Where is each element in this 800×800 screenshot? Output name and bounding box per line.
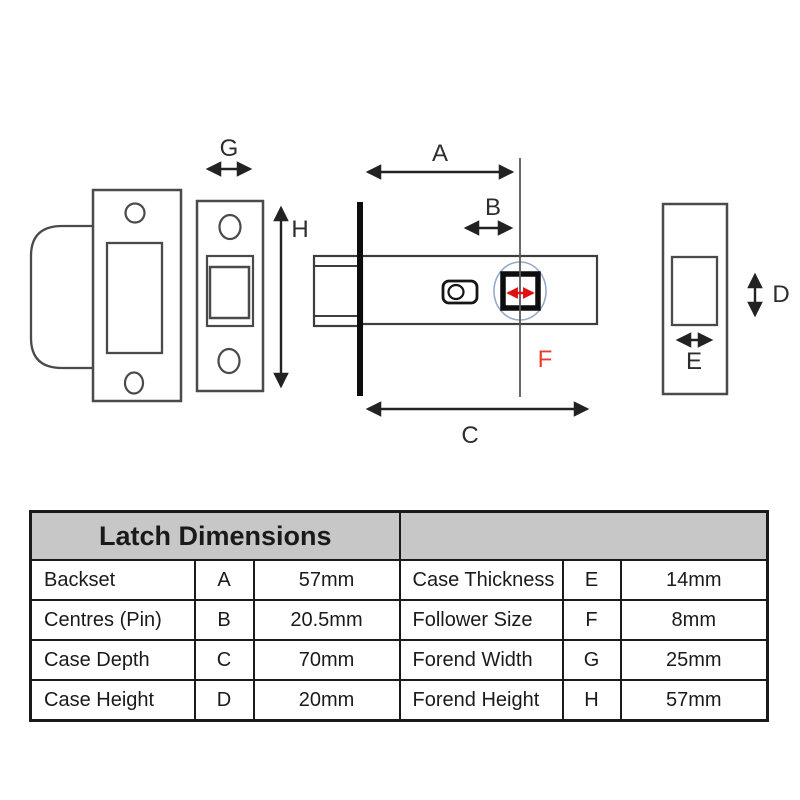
table-row: Centres (Pin) B 20.5mm Follower Size F 8… (29, 599, 769, 641)
dim-name: Forend Height (398, 679, 564, 722)
dim-name: Backset (29, 559, 196, 601)
forend-screw-hole-top (218, 213, 242, 241)
dimension-e: E (675, 332, 714, 375)
dimension-g: G (205, 135, 253, 177)
end-view-body (661, 202, 729, 396)
dim-name: Case Depth (29, 639, 196, 681)
latch-end-view (661, 202, 729, 396)
forend-plate-body (195, 199, 265, 393)
table-header-row: Latch Dimensions (29, 510, 769, 561)
latch-technical-drawing: G H A B (29, 135, 790, 449)
dim-value: 20mm (252, 679, 401, 722)
strike-plate-lip (29, 224, 93, 370)
dim-letter: F (561, 599, 622, 641)
strike-plate-body (91, 188, 183, 403)
dim-label-d: D (772, 281, 789, 308)
dim-letter: G (561, 639, 622, 681)
latch-case (360, 254, 599, 326)
strike-plate (29, 188, 183, 403)
dim-name: Forend Width (398, 639, 564, 681)
strike-plate-screw-hole-bottom (123, 371, 145, 395)
dimension-h: H (273, 205, 309, 389)
table-row: Backset A 57mm Case Thickness E 14mm (29, 559, 769, 601)
dim-name: Case Thickness (398, 559, 564, 601)
dim-label-e: E (686, 348, 702, 375)
forend-plate (195, 199, 265, 393)
dim-label-f: F (538, 346, 553, 373)
dim-label-c: C (461, 422, 478, 449)
dim-value: 25mm (619, 639, 769, 681)
dimension-d: D (747, 272, 790, 318)
latch-bolt-front-inner (208, 265, 251, 320)
dim-letter: H (561, 679, 622, 722)
end-view-bolt (670, 255, 719, 327)
table-row: Case Depth C 70mm Forend Width G 25mm (29, 639, 769, 681)
dim-value: 8mm (619, 599, 769, 641)
table-header-empty (398, 510, 769, 561)
dim-value: 70mm (252, 639, 401, 681)
dim-letter: B (193, 599, 255, 641)
dim-value: 14mm (619, 559, 769, 601)
latch-dimensions-table: Latch Dimensions Backset A 57mm Case Thi… (29, 510, 770, 722)
case-screw-hole-pin (447, 283, 465, 301)
strike-plate-cutout (105, 241, 164, 355)
dim-letter: E (561, 559, 622, 601)
dim-value: 20.5mm (252, 599, 401, 641)
strike-plate-screw-hole-top (124, 202, 146, 224)
dim-name: Follower Size (398, 599, 564, 641)
dim-name: Case Height (29, 679, 196, 722)
dim-label-g: G (220, 135, 239, 162)
dim-value: 57mm (619, 679, 769, 722)
dim-value: 57mm (252, 559, 401, 601)
forend-screw-hole-bottom (217, 347, 241, 375)
dimension-b: B (463, 194, 514, 236)
dim-label-a: A (432, 140, 448, 167)
dimension-a: A (365, 140, 515, 180)
dim-name: Centres (Pin) (29, 599, 196, 641)
dim-letter: A (193, 559, 255, 601)
dimension-c: C (365, 401, 590, 449)
dim-letter: C (193, 639, 255, 681)
latch-bolt-front-outer (205, 254, 255, 328)
latch-body-side-view (312, 158, 599, 397)
dim-letter: D (193, 679, 255, 722)
table-title: Latch Dimensions (29, 510, 401, 561)
dim-label-b: B (485, 194, 501, 221)
dim-label-h: H (291, 216, 308, 243)
table-row: Case Height D 20mm Forend Height H 57mm (29, 679, 769, 722)
